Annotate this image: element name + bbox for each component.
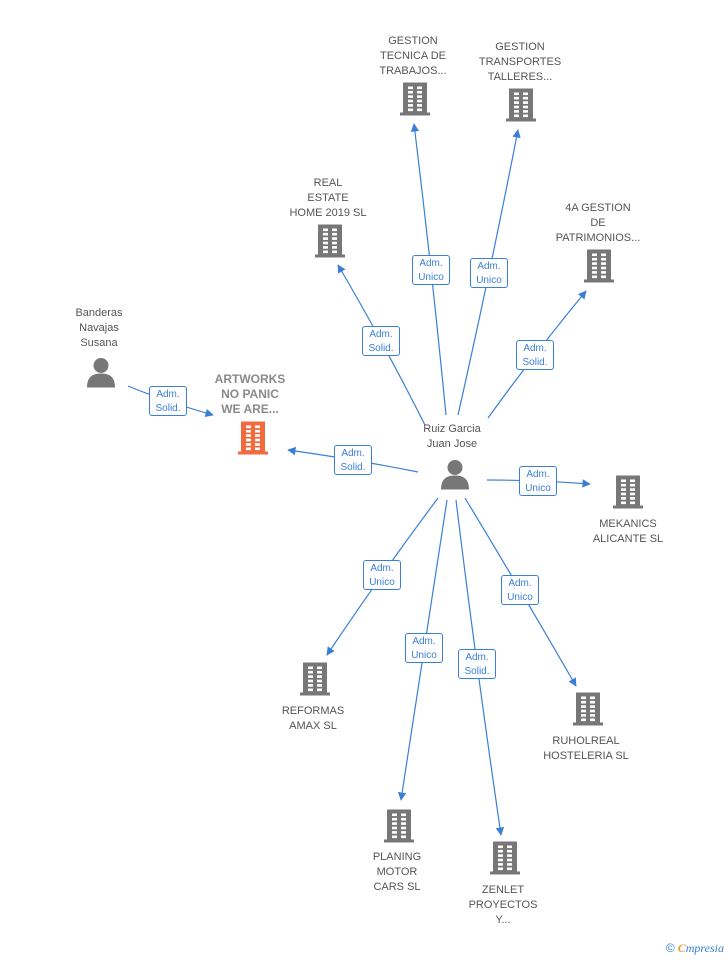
- edge-label-ruholreal[interactable]: Adm. Unico: [501, 575, 539, 605]
- edge-label-gestion_transportes[interactable]: Adm. Unico: [470, 258, 508, 288]
- node-label-4a_gestion[interactable]: 4A GESTION DE PATRIMONIOS...: [555, 202, 641, 244]
- edge-label-mekanics[interactable]: Adm. Unico: [519, 466, 557, 496]
- building-icon[interactable]: [399, 81, 431, 122]
- node-label-planing[interactable]: PLANING MOTOR CARS SL: [372, 851, 422, 893]
- building-icon[interactable]: [505, 87, 537, 128]
- edge-label-artworks[interactable]: Adm. Solid.: [149, 386, 187, 416]
- edge-label-reformas[interactable]: Adm. Unico: [363, 560, 401, 590]
- node-label-real_estate[interactable]: REAL ESTATE HOME 2019 SL: [289, 177, 367, 219]
- node-label-artworks[interactable]: ARTWORKS NO PANIC WE ARE...: [214, 372, 286, 416]
- edge-label-artworks[interactable]: Adm. Solid.: [334, 445, 372, 475]
- building-icon[interactable]: [572, 691, 604, 732]
- brand-name: mpresia: [685, 941, 724, 955]
- node-label-gestion_tecnica[interactable]: GESTION TECNICA DE TRABAJOS...: [379, 35, 447, 77]
- edge-label-zenlet[interactable]: Adm. Solid.: [458, 649, 496, 679]
- node-label-gestion_transportes[interactable]: GESTION TRANSPORTES TALLERES...: [478, 41, 562, 83]
- building-icon[interactable]: [237, 420, 269, 461]
- building-icon[interactable]: [612, 474, 644, 515]
- node-label-mekanics[interactable]: MEKANICS ALICANTE SL: [592, 518, 664, 545]
- building-icon[interactable]: [314, 223, 346, 264]
- building-icon[interactable]: [383, 808, 415, 849]
- empresia-brand[interactable]: © Cmpresia: [666, 941, 724, 956]
- node-label-banderas[interactable]: Banderas Navajas Susana: [75, 307, 123, 349]
- person-icon[interactable]: [86, 357, 116, 394]
- brand-initial: C: [677, 941, 686, 955]
- person-icon[interactable]: [440, 459, 470, 496]
- building-icon[interactable]: [489, 840, 521, 881]
- building-icon[interactable]: [583, 248, 615, 289]
- edge-label-gestion_tecnica[interactable]: Adm. Unico: [412, 255, 450, 285]
- edge-label-4a_gestion[interactable]: Adm. Solid.: [516, 340, 554, 370]
- building-icon[interactable]: [299, 661, 331, 702]
- edge-label-real_estate[interactable]: Adm. Solid.: [362, 326, 400, 356]
- node-label-reformas[interactable]: REFORMAS AMAX SL: [281, 705, 345, 732]
- copyright-symbol: ©: [665, 941, 675, 955]
- node-label-center[interactable]: Ruiz Garcia Juan Jose: [423, 423, 481, 450]
- node-label-zenlet[interactable]: ZENLET PROYECTOS Y...: [468, 884, 538, 926]
- node-label-ruholreal[interactable]: RUHOLREAL HOSTELERIA SL: [543, 735, 629, 762]
- edge-label-planing[interactable]: Adm. Unico: [405, 633, 443, 663]
